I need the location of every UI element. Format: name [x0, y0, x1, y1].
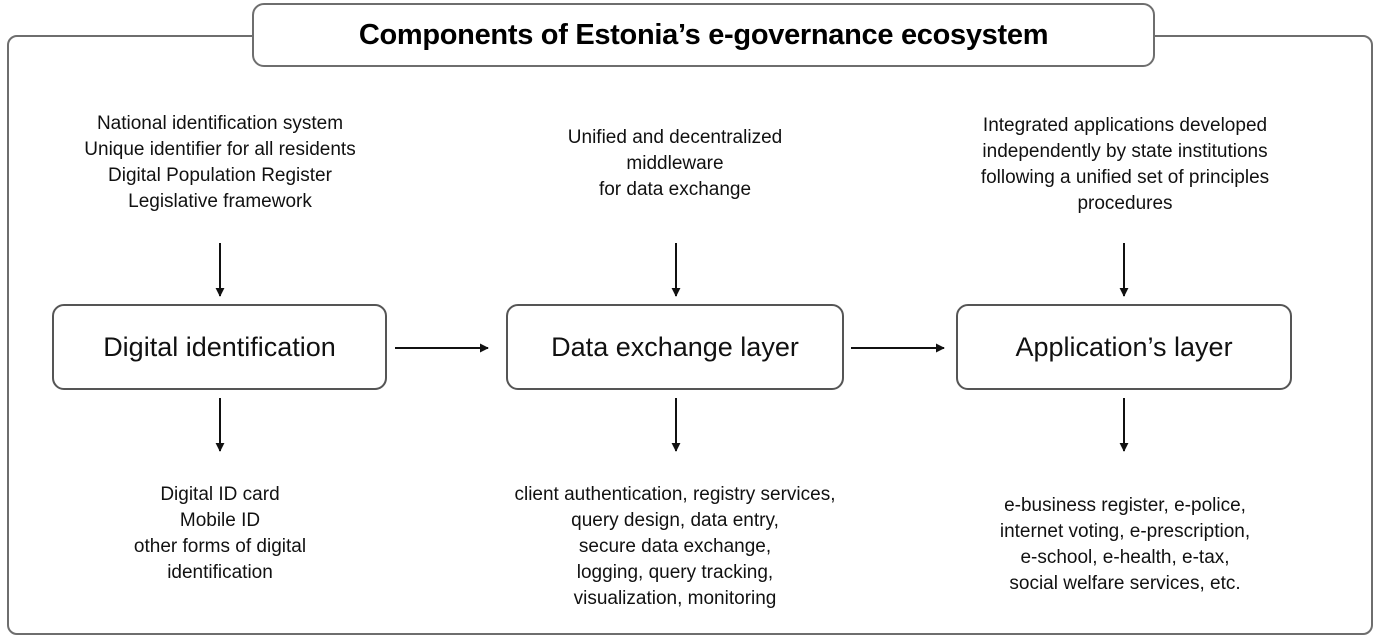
- application-layer-outputs: e-business register, e-police, internet …: [940, 493, 1310, 597]
- digital-identification-node: Digital identification: [52, 304, 387, 390]
- data-exchange-inputs: Unified and decentralized middleware for…: [500, 125, 850, 203]
- output-line: secure data exchange,: [578, 536, 772, 557]
- data-exchange-node: Data exchange layer: [506, 304, 844, 390]
- input-line: Unique identifier for all residents: [84, 139, 356, 160]
- output-line: other forms of digital: [133, 536, 307, 557]
- output-line: internet voting, e-prescription,: [999, 521, 1251, 542]
- output-line: identification: [167, 562, 273, 583]
- input-line: Legislative framework: [128, 191, 312, 212]
- input-line: independently by state institutions: [982, 141, 1268, 162]
- application-layer-inputs: Integrated applications developed indepe…: [940, 113, 1310, 217]
- application-layer-node: Application’s layer: [956, 304, 1292, 390]
- output-line: client authentication, registry services…: [514, 484, 836, 505]
- output-line: visualization, monitoring: [573, 588, 777, 609]
- title-box: Components of Estonia’s e-governance eco…: [252, 3, 1155, 67]
- output-line: Mobile ID: [179, 510, 261, 531]
- output-line: social welfare services, etc.: [1009, 573, 1241, 594]
- input-line: Unified and decentralized: [567, 127, 783, 148]
- input-line: Digital Population Register: [108, 165, 332, 186]
- output-line: logging, query tracking,: [576, 562, 774, 583]
- data-exchange-outputs: client authentication, registry services…: [460, 482, 890, 612]
- input-line: procedures: [1077, 193, 1173, 214]
- diagram-title: Components of Estonia’s e-governance eco…: [358, 18, 1049, 51]
- digital-identification-outputs: Digital ID card Mobile ID other forms of…: [60, 482, 380, 586]
- input-line: for data exchange: [598, 179, 752, 200]
- output-line: e-school, e-health, e-tax,: [1020, 547, 1230, 568]
- digital-identification-inputs: National identification system Unique id…: [40, 111, 400, 215]
- input-line: following a unified set of principles: [980, 167, 1270, 188]
- output-line: Digital ID card: [160, 484, 280, 505]
- input-line: National identification system: [96, 113, 344, 134]
- output-line: query design, data entry,: [571, 510, 779, 531]
- input-line: middleware: [626, 153, 724, 174]
- output-line: e-business register, e-police,: [1004, 495, 1246, 516]
- input-line: Integrated applications developed: [982, 115, 1268, 136]
